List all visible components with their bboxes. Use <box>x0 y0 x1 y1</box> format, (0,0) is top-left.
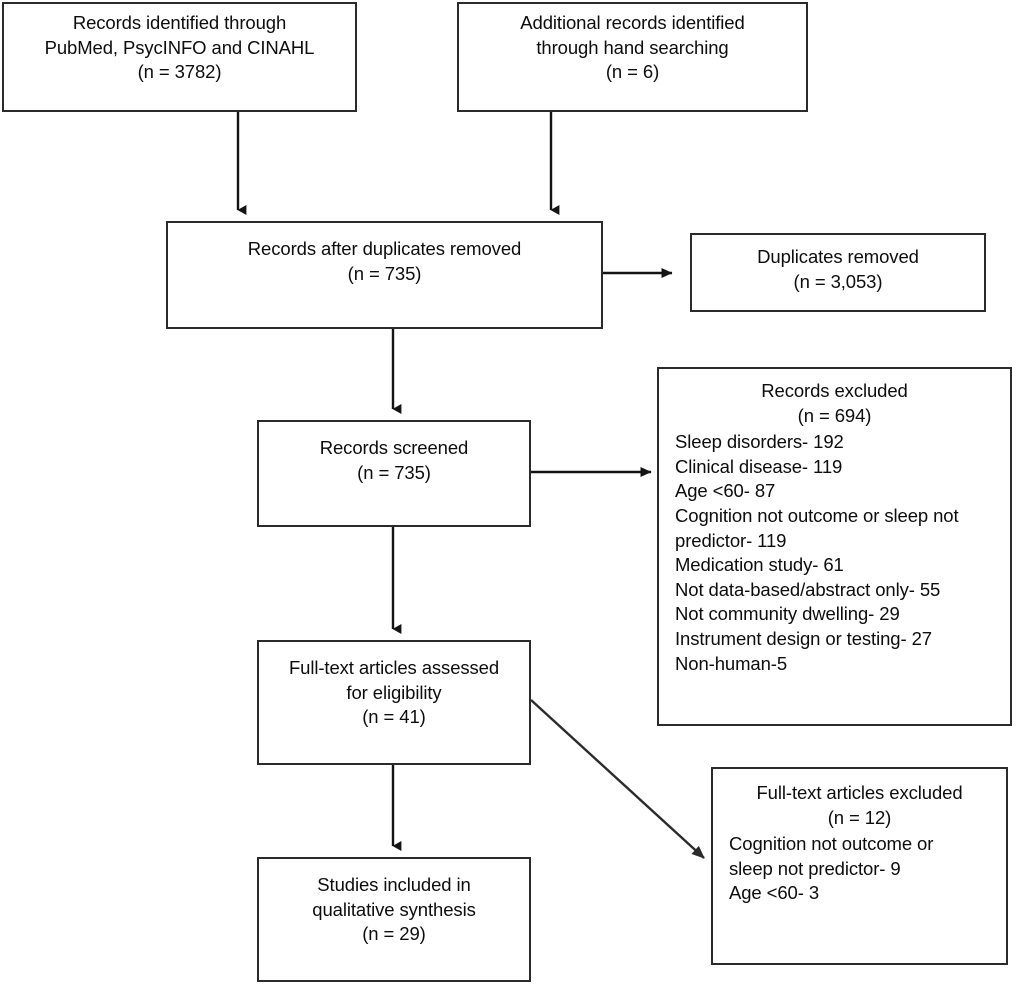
text-line: (n = 29) <box>362 923 426 945</box>
text-line: through hand searching <box>536 36 729 58</box>
exclusion-reason: Not community dwelling- 29 <box>675 603 900 625</box>
node-records-identified-databases: Records identified through PubMed, PsycI… <box>2 2 357 112</box>
node-records-excluded: Records excluded (n = 694) Sleep disorde… <box>657 367 1012 726</box>
exclusion-reason: Medication study- 61 <box>675 554 844 576</box>
node-duplicates-removed-text: Duplicates removed (n = 3,053) <box>692 235 984 294</box>
text-line: (n = 41) <box>362 706 426 728</box>
exclusion-reason: predictor- 119 <box>675 529 787 551</box>
exclusion-reason: Sleep disorders- 192 <box>675 431 844 453</box>
text-line: Duplicates removed <box>757 246 919 267</box>
node-additional-records-hand-searching: Additional records identified through ha… <box>457 2 808 112</box>
text-line: (n = 3,053) <box>793 270 883 292</box>
node-fulltext-articles-excluded-reasons: Cognition not outcome or sleep not predi… <box>713 830 1006 906</box>
node-records-screened-text: Records screened (n = 735) <box>259 422 529 485</box>
text-line: (n = 3782) <box>137 61 222 83</box>
exclusion-reason: Clinical disease- 119 <box>675 455 843 477</box>
text-line: Full-text articles excluded <box>756 782 963 803</box>
text-line: Full-text articles assessed <box>288 657 500 678</box>
node-additional-records-hand-searching-text: Additional records identified through ha… <box>459 4 806 85</box>
exclusion-reason: Non-human-5 <box>675 652 788 674</box>
text-line: (n = 735) <box>347 262 422 284</box>
node-fulltext-articles-excluded-heading: Full-text articles excluded (n = 12) <box>713 769 1006 830</box>
text-line: (n = 6) <box>605 61 660 83</box>
connector-fulltext-assessed-to-fulltext-excluded <box>530 699 705 859</box>
node-studies-included: Studies included in qualitative synthesi… <box>257 857 531 982</box>
node-records-screened: Records screened (n = 735) <box>257 420 531 527</box>
exclusion-reason: Age <60- 87 <box>675 480 776 502</box>
exclusion-reason: Age <60- 3 <box>729 882 820 904</box>
text-line: (n = 735) <box>357 461 431 483</box>
node-records-excluded-reasons: Sleep disorders- 192 Clinical disease- 1… <box>659 428 1010 676</box>
node-records-after-duplicates-removed: Records after duplicates removed (n = 73… <box>166 221 603 329</box>
text-line: Additional records identified <box>520 12 745 33</box>
text-line: Records after duplicates removed <box>247 238 522 259</box>
text-line: Records screened <box>319 437 469 458</box>
node-duplicates-removed: Duplicates removed (n = 3,053) <box>690 233 986 312</box>
text-line: Records identified through <box>72 12 287 33</box>
node-fulltext-articles-assessed-text: Full-text articles assessed for eligibil… <box>259 642 529 730</box>
node-fulltext-articles-assessed: Full-text articles assessed for eligibil… <box>257 640 531 765</box>
exclusion-reason: Not data-based/abstract only- 55 <box>675 578 941 600</box>
text-line: (n = 694) <box>797 404 872 426</box>
text-line: qualitative synthesis <box>312 898 476 920</box>
node-records-after-duplicates-removed-text: Records after duplicates removed (n = 73… <box>168 223 601 286</box>
exclusion-reason: Instrument design or testing- 27 <box>675 627 932 649</box>
node-fulltext-articles-excluded: Full-text articles excluded (n = 12) Cog… <box>711 767 1008 965</box>
node-records-excluded-heading: Records excluded (n = 694) <box>659 369 1010 428</box>
text-line: for eligibility <box>346 681 442 703</box>
text-line: Records excluded <box>761 380 908 401</box>
text-line: Studies included in <box>317 874 471 895</box>
text-line: PubMed, PsycINFO and CINAHL <box>44 36 315 58</box>
exclusion-reason: Cognition not outcome or sleep not <box>675 504 959 526</box>
node-records-identified-databases-text: Records identified through PubMed, PsycI… <box>4 4 355 85</box>
exclusion-reason: Cognition not outcome or <box>729 833 934 855</box>
text-line: (n = 12) <box>827 806 892 828</box>
exclusion-reason: sleep not predictor- 9 <box>729 857 901 879</box>
node-studies-included-text: Studies included in qualitative synthesi… <box>259 859 529 947</box>
